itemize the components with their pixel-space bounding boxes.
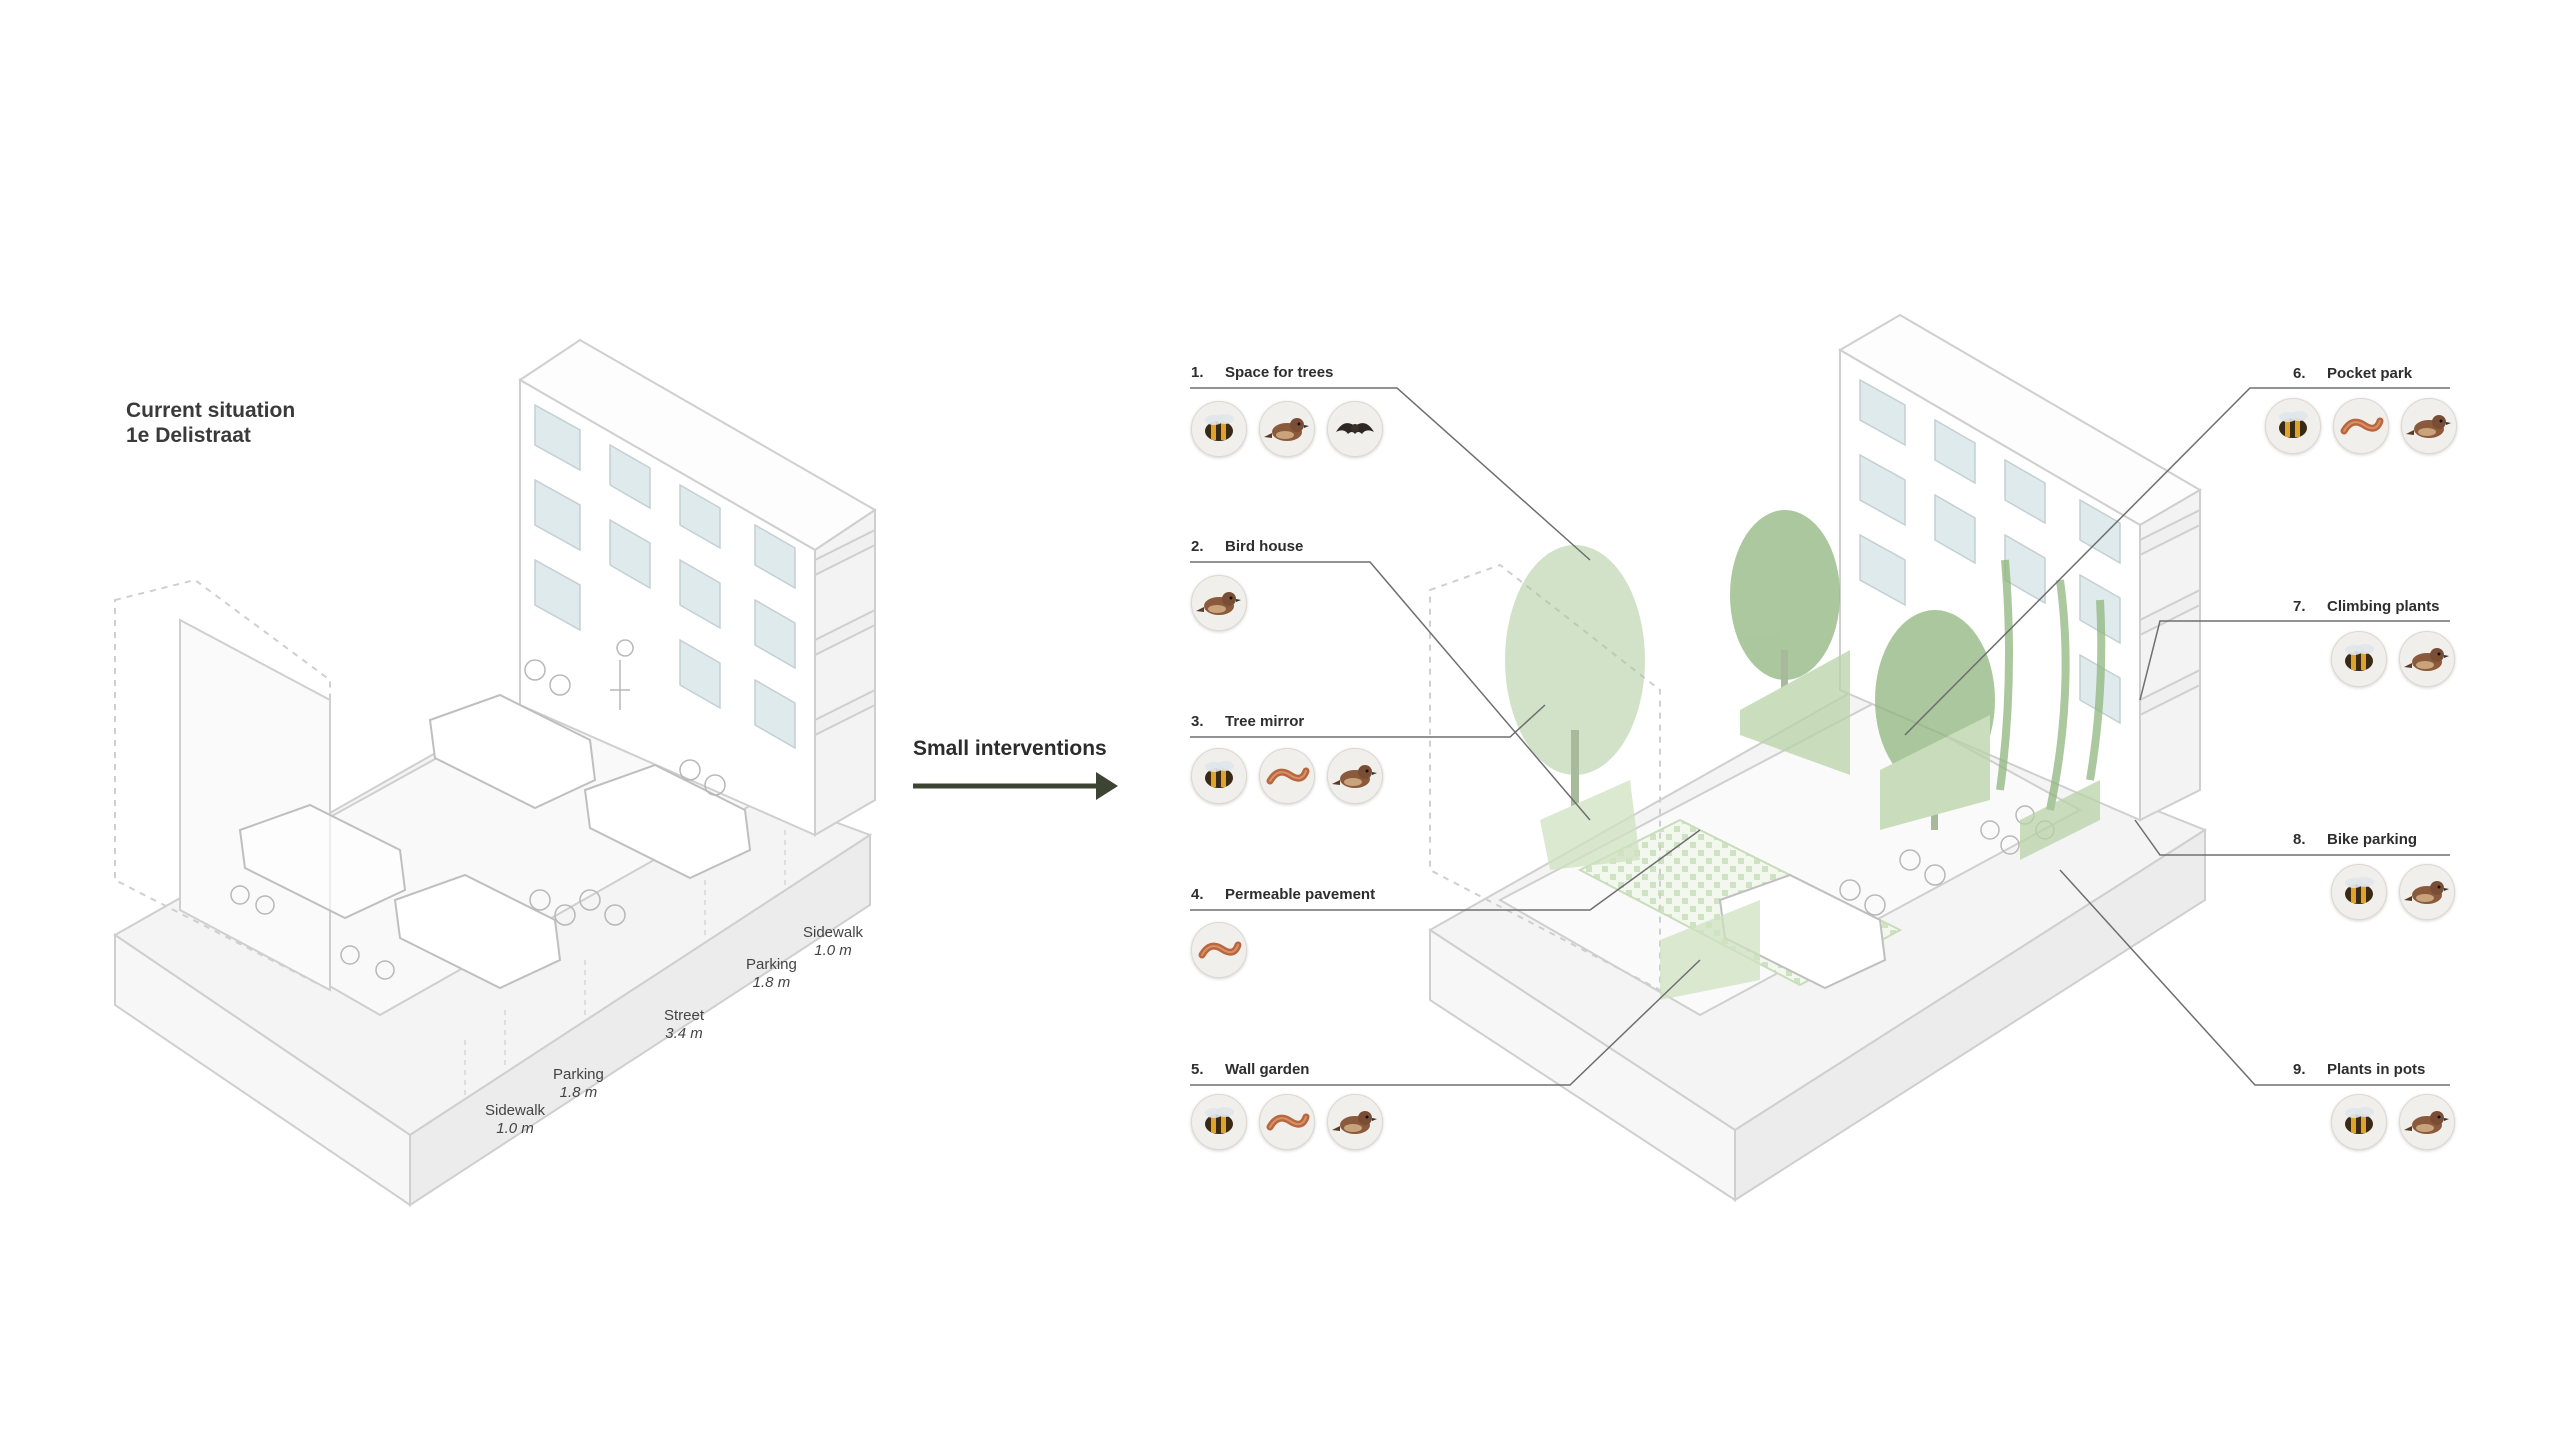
title-line-2: 1e Delistraat	[126, 424, 251, 447]
annotation-pocket-park: 6. Pocket park	[2293, 365, 2412, 382]
annotation-label: Bike parking	[2327, 831, 2418, 848]
annotation-number: 2.	[1191, 538, 1204, 555]
sparrow-icon	[2399, 631, 2455, 687]
dimension-value: 3.4 m	[665, 1025, 703, 1042]
current-situation-illustration	[113, 338, 877, 1207]
annotation-label: Permeable pavement	[1225, 886, 1376, 903]
annotation-number: 3.	[1191, 713, 1204, 730]
annotation-number: 4.	[1191, 886, 1204, 903]
annotation-number: 6.	[2293, 365, 2306, 382]
dimension-parking-left: Parking 1.8 m	[553, 1066, 604, 1102]
worm-icon	[1259, 1094, 1315, 1150]
annotation-label: Climbing plants	[2327, 598, 2440, 615]
sparrow-icon	[1327, 748, 1383, 804]
sparrow-icon	[2401, 398, 2457, 454]
annotation-space-for-trees: 1. Space for trees	[1191, 364, 1333, 381]
title-line-1: Current situation	[126, 399, 296, 422]
bee-icon	[2331, 1094, 2387, 1150]
dimension-value: 1.0 m	[496, 1120, 534, 1137]
species-icons-3	[1191, 922, 1247, 978]
dimension-label: Parking	[553, 1066, 604, 1083]
dimension-parking-right: Parking 1.8 m	[746, 956, 797, 992]
dimension-value: 1.8 m	[752, 974, 791, 991]
sparrow-icon	[2399, 864, 2455, 920]
annotation-number: 9.	[2293, 1061, 2306, 1078]
dimension-label: Street	[664, 1007, 705, 1024]
leader-lines	[1190, 387, 2450, 1086]
annotation-label: Bird house	[1225, 538, 1304, 555]
dimension-label: Sidewalk	[803, 924, 864, 941]
worm-icon	[1259, 748, 1315, 804]
annotation-bird-house: 2. Bird house	[1191, 538, 1303, 555]
annotation-label: Wall garden	[1225, 1061, 1310, 1078]
species-icons-7	[2331, 864, 2455, 920]
species-icons-1	[1191, 575, 1247, 631]
species-icons-2	[1191, 748, 1383, 804]
bee-icon	[2331, 864, 2387, 920]
sparrow-icon	[1327, 1094, 1383, 1150]
bat-icon	[1327, 401, 1383, 457]
dimension-sidewalk-right: Sidewalk 1.0 m	[803, 924, 863, 960]
sparrow-icon	[1191, 575, 1247, 631]
annotation-plants-in-pots: 9. Plants in pots	[2293, 1061, 2425, 1078]
bee-icon	[2265, 398, 2321, 454]
bee-icon	[1191, 1094, 1247, 1150]
transition-label: Small interventions	[913, 737, 1107, 760]
species-icons-6	[2331, 631, 2455, 687]
annotation-wall-garden: 5. Wall garden	[1191, 1061, 1309, 1078]
dimension-value: 1.0 m	[814, 942, 852, 959]
annotation-tree-mirror: 3. Tree mirror	[1191, 713, 1304, 730]
annotation-number: 1.	[1191, 364, 1204, 381]
worm-icon	[2333, 398, 2389, 454]
dimension-label: Sidewalk	[485, 1102, 546, 1119]
dimension-street: Street 3.4 m	[664, 1007, 704, 1043]
dimension-value: 1.8 m	[559, 1084, 598, 1101]
annotation-bike-parking: 8. Bike parking	[2293, 831, 2417, 848]
annotation-number: 7.	[2293, 598, 2306, 615]
species-icons-0	[1191, 401, 1383, 457]
bee-icon	[2331, 631, 2387, 687]
bee-icon	[1191, 401, 1247, 457]
annotation-label: Pocket park	[2327, 365, 2413, 382]
dimension-sidewalk-left: Sidewalk 1.0 m	[485, 1102, 545, 1138]
annotation-label: Tree mirror	[1225, 713, 1305, 730]
annotation-climbing-plants: 7. Climbing plants	[2293, 598, 2440, 615]
dimension-label: Parking	[746, 956, 797, 973]
greenery	[1505, 510, 2106, 1000]
species-icons-5	[2265, 398, 2457, 454]
sparrow-icon	[2399, 1094, 2455, 1150]
annotation-permeable-pavement: 4. Permeable pavement	[1191, 886, 1375, 903]
transition-arrow	[913, 772, 1118, 800]
worm-icon	[1191, 922, 1247, 978]
annotation-number: 8.	[2293, 831, 2306, 848]
annotation-label: Plants in pots	[2327, 1061, 2426, 1078]
species-icons-4	[1191, 1094, 1383, 1150]
annotation-label: Space for trees	[1225, 364, 1334, 381]
sparrow-icon	[1259, 401, 1315, 457]
species-icons-8	[2331, 1094, 2455, 1150]
annotation-number: 5.	[1191, 1061, 1204, 1078]
bee-icon	[1191, 748, 1247, 804]
current-situation-title: Current situation 1e Delistraat	[126, 398, 295, 448]
